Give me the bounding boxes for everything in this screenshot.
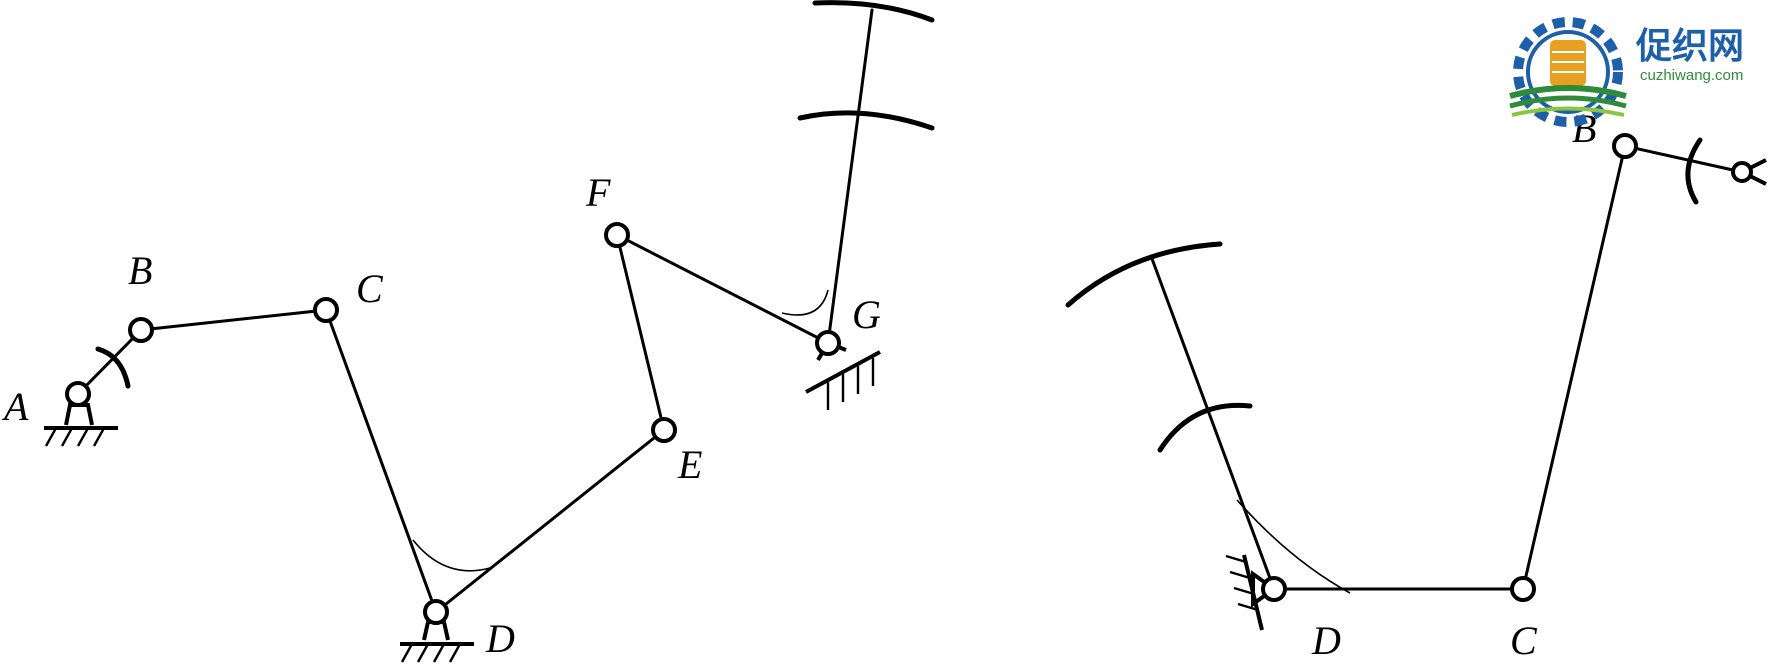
joint-c-right (1510, 576, 1536, 602)
book-icon (1509, 85, 1627, 99)
coupler-curve-d (412, 539, 491, 572)
ground-support-g (805, 340, 881, 410)
joint-b (128, 317, 154, 343)
joint-c (313, 297, 339, 323)
label-b: B (128, 248, 152, 293)
label-c: C (356, 266, 384, 311)
label-c-right: C (1510, 618, 1538, 663)
label-a: A (1, 384, 29, 429)
gear-icon (1513, 17, 1623, 127)
link-a-b (76, 328, 143, 396)
joint-a (65, 381, 91, 407)
link-c-d (324, 308, 438, 614)
coupler-curve-right (1236, 499, 1351, 594)
joint-e (651, 417, 677, 443)
slider-end-right (1731, 158, 1767, 186)
arc-a (95, 346, 131, 389)
arc-right-b (1685, 137, 1703, 205)
arc-right-low (1157, 402, 1253, 453)
link-b-slider-right (1623, 144, 1744, 174)
arc-rocker-high (812, 0, 935, 23)
link-d-e (434, 428, 666, 614)
arc-right-high (1065, 241, 1223, 308)
arc-rocker-low (797, 110, 935, 131)
joint-g (815, 330, 841, 356)
ground-support-d (400, 620, 474, 663)
link-d-rocker-right (1149, 254, 1276, 591)
logo-name: 促织网 (1635, 26, 1744, 67)
link-b-c (139, 308, 328, 332)
joint-f (604, 222, 630, 248)
link-b-c-right (1521, 144, 1627, 591)
joint-d (423, 599, 449, 625)
label-e: E (677, 442, 702, 487)
link-f-g (615, 233, 830, 345)
logo-url: cuzhiwang.com (1640, 67, 1743, 84)
coupler-curve-g (781, 289, 829, 316)
watermark-logo: 促织网 cuzhiwang.com (1509, 17, 1744, 127)
link-g-rocker (826, 8, 874, 345)
link-e-f (615, 233, 666, 432)
right-mechanism: B C D (1065, 106, 1767, 663)
joint-b-right (1612, 133, 1638, 159)
label-f: F (585, 170, 611, 215)
left-mechanism: A B C D E F G (1, 0, 935, 663)
joint-d-right (1261, 576, 1287, 602)
label-d-right: D (1311, 618, 1341, 663)
label-d: D (485, 616, 515, 661)
label-g: G (852, 292, 881, 337)
ground-support-a (44, 403, 118, 447)
